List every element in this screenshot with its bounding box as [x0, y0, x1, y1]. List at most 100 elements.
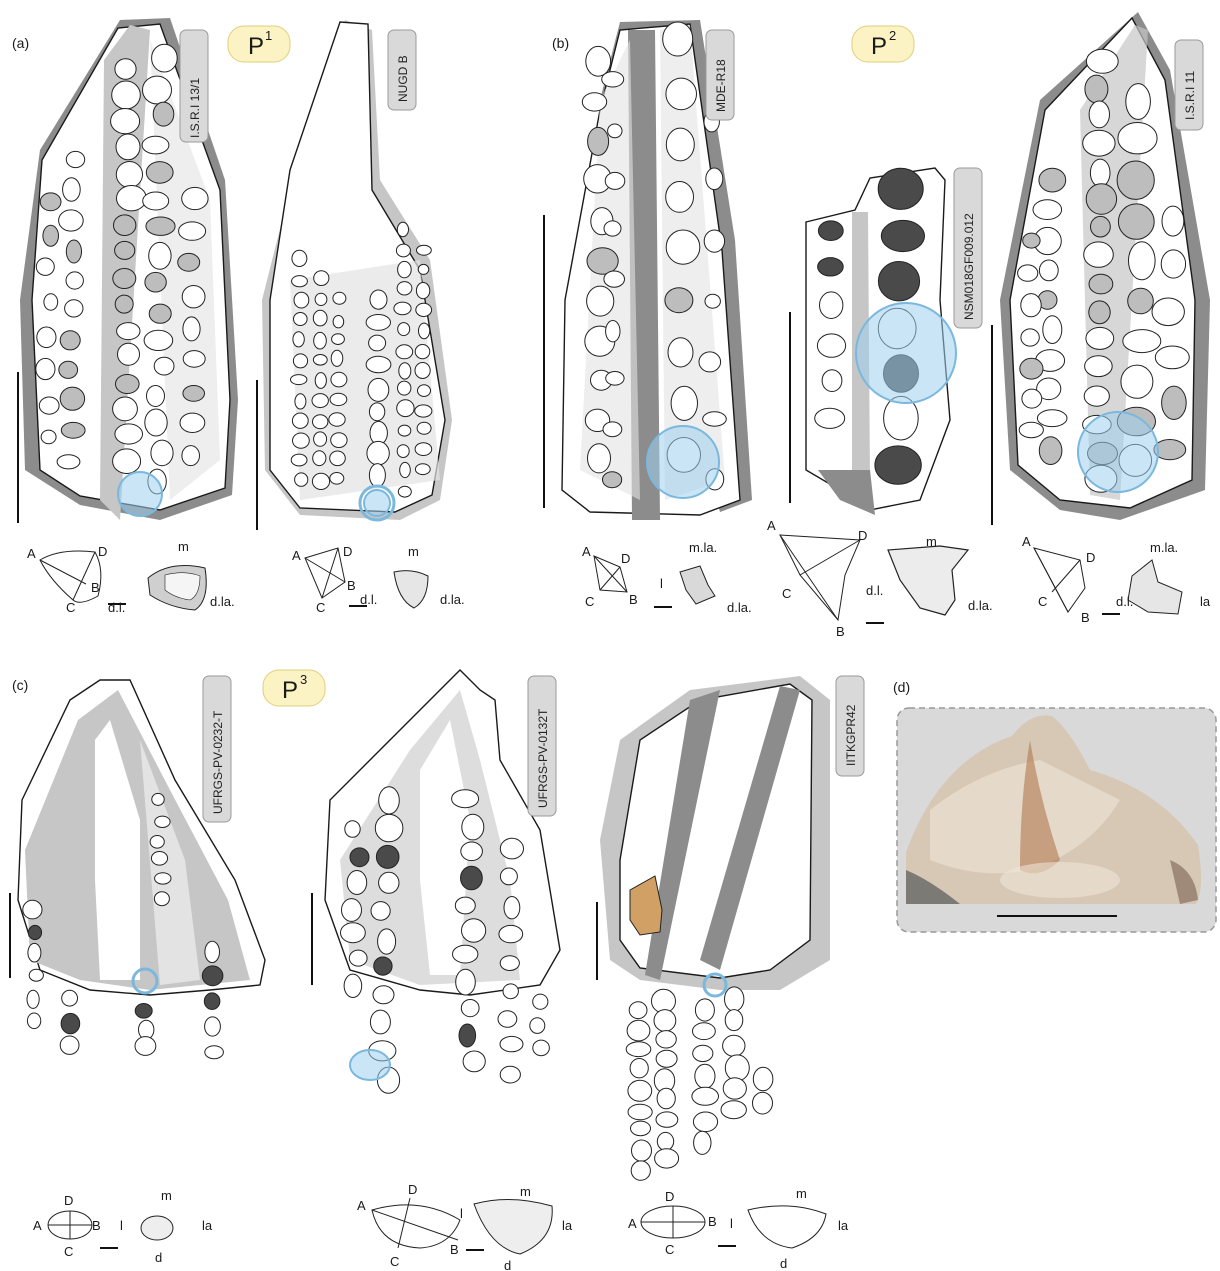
- tooth: [815, 408, 845, 428]
- tooth: [60, 1036, 79, 1054]
- tooth: [453, 945, 478, 963]
- outline-diagram-c2: A D B C: [357, 1182, 484, 1269]
- tooth: [656, 1050, 677, 1067]
- tooth: [369, 464, 385, 487]
- tooth: [344, 974, 362, 997]
- svg-text:d.l.: d.l.: [108, 600, 125, 615]
- tooth: [628, 1080, 652, 1101]
- tooth: [147, 386, 165, 407]
- outline-diagram-b1: A D B C: [582, 544, 672, 609]
- outline-diagram-b2: A D C B: [767, 518, 884, 639]
- tooth: [333, 316, 344, 328]
- tooth: [315, 373, 326, 389]
- svg-text:D: D: [98, 544, 107, 559]
- tooth: [152, 793, 164, 805]
- tooth: [1161, 250, 1185, 278]
- tooth: [459, 1024, 476, 1047]
- tooth: [656, 1112, 678, 1127]
- tooth: [630, 1059, 648, 1078]
- tooth: [155, 816, 170, 827]
- tooth: [115, 424, 143, 444]
- specimen-nsm018gf009: [806, 168, 956, 515]
- tooth: [462, 919, 486, 942]
- svg-text:C: C: [1038, 594, 1047, 609]
- tooth: [155, 873, 171, 884]
- svg-text:B: B: [91, 580, 100, 595]
- svg-text:m.la.: m.la.: [1150, 540, 1178, 555]
- tooth: [116, 375, 140, 394]
- tooth: [397, 282, 412, 295]
- tooth: [1118, 123, 1157, 154]
- tooth: [315, 293, 327, 305]
- tooth: [626, 1042, 651, 1057]
- tooth: [500, 1036, 523, 1051]
- svg-text:la: la: [562, 1218, 573, 1233]
- svg-text:m: m: [408, 544, 419, 559]
- svg-text:la: la: [838, 1218, 849, 1233]
- tooth: [608, 124, 622, 138]
- tooth: [66, 272, 83, 289]
- tooth: [818, 221, 843, 241]
- tooth: [723, 1035, 745, 1056]
- tooth: [533, 1040, 550, 1056]
- svg-text:d: d: [504, 1258, 511, 1271]
- tooth: [695, 1064, 715, 1088]
- tooth: [1155, 346, 1189, 369]
- tooth: [666, 230, 700, 264]
- tooth-detail-c2: m l la d: [460, 1184, 573, 1271]
- svg-text:m: m: [161, 1188, 172, 1203]
- tooth: [36, 258, 54, 275]
- svg-text:B: B: [347, 578, 356, 593]
- specimen-tag-iitkgpr42: IITKGPR42: [836, 676, 864, 776]
- tooth: [631, 1161, 650, 1180]
- tooth: [378, 929, 396, 954]
- tooth: [202, 966, 223, 986]
- tooth: [331, 350, 343, 366]
- svg-text:2: 2: [889, 28, 896, 43]
- tooth: [329, 413, 345, 426]
- tooth: [419, 323, 430, 339]
- outline-diagram-a2: A D B C: [292, 544, 367, 615]
- tooth: [499, 925, 523, 942]
- tooth: [205, 1046, 224, 1059]
- tooth: [292, 413, 308, 428]
- tooth: [1129, 242, 1156, 280]
- svg-text:l: l: [460, 1206, 463, 1221]
- specimen-tag-isri-11: I.S.R.I 11: [1175, 40, 1203, 130]
- svg-text:I.S.R.I 11: I.S.R.I 11: [1183, 71, 1197, 120]
- tooth: [115, 59, 136, 80]
- tooth: [1089, 301, 1110, 324]
- svg-text:d.la.: d.la.: [210, 594, 235, 609]
- tooth: [500, 868, 517, 885]
- tooth: [418, 385, 431, 397]
- specimen-tag-mde-r18: MDE-R18: [706, 30, 734, 120]
- specimen-tag-nsm018gf009: NSM018GF009.012: [954, 168, 982, 328]
- tooth: [60, 387, 84, 410]
- tooth: [397, 445, 409, 458]
- tooth: [1089, 101, 1109, 128]
- tooth: [62, 990, 78, 1006]
- tooth: [1118, 204, 1154, 239]
- tooth: [341, 923, 366, 943]
- panel-b-letter: (b): [552, 35, 569, 51]
- tooth: [347, 871, 367, 895]
- svg-text:NSM018GF009.012: NSM018GF009.012: [962, 213, 976, 320]
- tooth: [66, 240, 81, 263]
- tooth: [582, 93, 606, 111]
- svg-text:C: C: [782, 586, 791, 601]
- tooth-detail-a1: m d.l. d.la.: [108, 539, 235, 615]
- tooth: [370, 1010, 390, 1034]
- tooth: [416, 283, 429, 299]
- svg-text:d.l.: d.l.: [1116, 594, 1133, 609]
- tooth-detail-c1: m l la d: [120, 1188, 213, 1265]
- svg-text:d.la.: d.la.: [727, 600, 752, 615]
- tooth: [704, 230, 724, 252]
- tooth: [115, 241, 135, 259]
- tooth: [113, 449, 141, 474]
- svg-text:B: B: [708, 1214, 717, 1229]
- tooth: [417, 422, 431, 434]
- tooth: [500, 1066, 520, 1083]
- svg-text:A: A: [628, 1216, 637, 1231]
- tooth: [182, 187, 208, 209]
